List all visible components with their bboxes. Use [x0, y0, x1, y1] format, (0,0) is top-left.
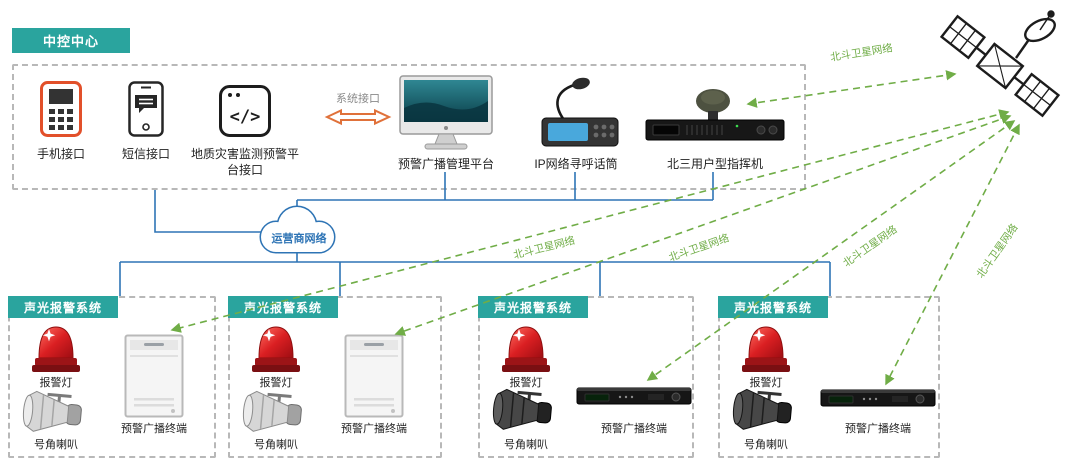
mobile-phone-icon [40, 81, 82, 137]
satellite-dish [1015, 10, 1056, 59]
paging-microphone-icon [541, 77, 619, 147]
platform-interface-label: 地质灾害监测预警平台接口 [190, 147, 299, 178]
broadcast-terminal-icon [124, 334, 184, 418]
alarm-light-icon [740, 318, 792, 374]
broadcast-terminal-icon [344, 334, 404, 418]
horn-speaker-label: 号角喇叭 [254, 439, 298, 451]
horn-speaker-icon [22, 390, 86, 436]
broadcast-platform-computer-icon [399, 75, 493, 150]
beidou-label: 北斗卫星网络 [829, 41, 894, 64]
paging-mic-label: IP网络寻呼话筒 [534, 157, 618, 171]
alarm-system-1-header: 声光报警系统 [8, 296, 118, 318]
broadcast-terminal-rack-icon [820, 388, 936, 408]
horn-speaker-label: 号角喇叭 [34, 439, 78, 451]
horn-speaker-label: 号角喇叭 [504, 439, 548, 451]
alarm-light-icon [250, 318, 302, 374]
beidou-commander-icon [645, 89, 785, 141]
horn-speaker-label: 号角喇叭 [744, 439, 788, 451]
beidou-label: 北斗卫星网络 [667, 231, 731, 264]
broadcast-terminal-label: 预警广播终端 [341, 423, 407, 435]
broadcast-platform-label: 预警广播管理平台 [397, 157, 494, 171]
horn-speaker-icon [492, 388, 556, 434]
alarm-system-3-header: 声光报警系统 [478, 296, 588, 318]
alarm-light-icon [500, 318, 552, 374]
platform-interface-icon: </> [219, 85, 271, 137]
control-center-title: 中控中心 [12, 28, 130, 53]
beidou-label: 北斗卫星网络 [512, 234, 577, 262]
sms-interface-label: 短信接口 [121, 147, 170, 161]
broadcast-terminal-rack-icon [576, 386, 692, 406]
beidou-commander-label: 北三用户型指挥机 [666, 157, 763, 171]
svg-text:</>: </> [230, 107, 261, 127]
horn-speaker-icon [242, 390, 306, 436]
alarm-light-label: 报警灯 [749, 377, 783, 389]
alarm-system-4-header: 声光报警系统 [718, 296, 828, 318]
carrier-network-cloud: 运营商网络 [259, 205, 336, 254]
sms-phone-icon [128, 81, 164, 137]
alarm-system-2-header: 声光报警系统 [228, 296, 338, 318]
alarm-light-icon [30, 318, 82, 374]
alarm-light-label: 报警灯 [259, 377, 293, 389]
satellite-icon [939, 10, 1061, 118]
carrier-cloud-label: 运营商网络 [272, 231, 327, 245]
broadcast-terminal-label: 预警广播终端 [845, 423, 911, 435]
broadcast-terminal-label: 预警广播终端 [121, 423, 187, 435]
beidou-label: 北斗卫星网络 [840, 222, 899, 269]
wired-network-lines [119, 172, 831, 296]
alarm-light-label: 报警灯 [39, 377, 73, 389]
system-interface-arrow-icon [324, 108, 392, 126]
phone-interface-label: 手机接口 [36, 147, 85, 161]
system-interface-label: 系统接口 [336, 93, 380, 105]
broadcast-terminal-label: 预警广播终端 [601, 423, 667, 435]
horn-speaker-icon [732, 388, 796, 434]
alarm-light-label: 报警灯 [509, 377, 543, 389]
beidou-label: 北斗卫星网络 [974, 221, 1021, 280]
